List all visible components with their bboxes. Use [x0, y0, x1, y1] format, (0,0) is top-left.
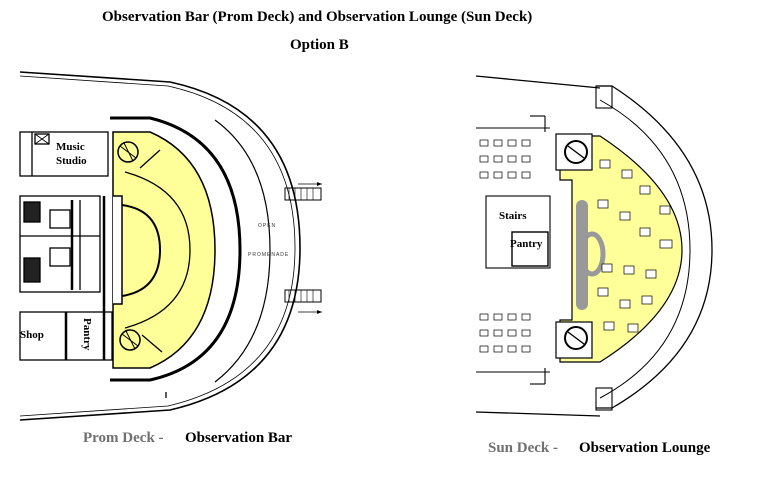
music-studio-label-2: Studio	[56, 155, 87, 167]
observation-bar-highlight	[112, 131, 216, 369]
observation-bar-caption: Observation Bar	[185, 430, 293, 446]
prom-deck-rooms	[19, 131, 167, 398]
music-studio-label-1: Music	[56, 141, 85, 153]
page-subtitle: Option B	[290, 37, 349, 53]
lounge-bar-counter	[578, 231, 606, 277]
pantry-label-right: Pantry	[510, 238, 543, 250]
lounge-furniture	[479, 139, 673, 353]
prom-deck-caption: Prom Deck -	[83, 430, 164, 446]
observation-lounge-caption: Observation Lounge	[579, 440, 711, 456]
page-title: Observation Bar (Prom Deck) and Observat…	[102, 9, 533, 25]
promenade-label: PROMENADE	[248, 252, 289, 258]
sun-deck-plan	[475, 75, 713, 417]
prom-deck-plan	[19, 71, 322, 421]
shop-label: Shop	[20, 329, 44, 341]
open-label: OPEN	[258, 223, 276, 229]
observation-lounge-highlight	[559, 135, 683, 363]
stairs-label: Stairs	[499, 210, 527, 222]
sun-deck-caption: Sun Deck -	[488, 440, 559, 456]
pantry-label-left: Pantry	[81, 318, 93, 351]
